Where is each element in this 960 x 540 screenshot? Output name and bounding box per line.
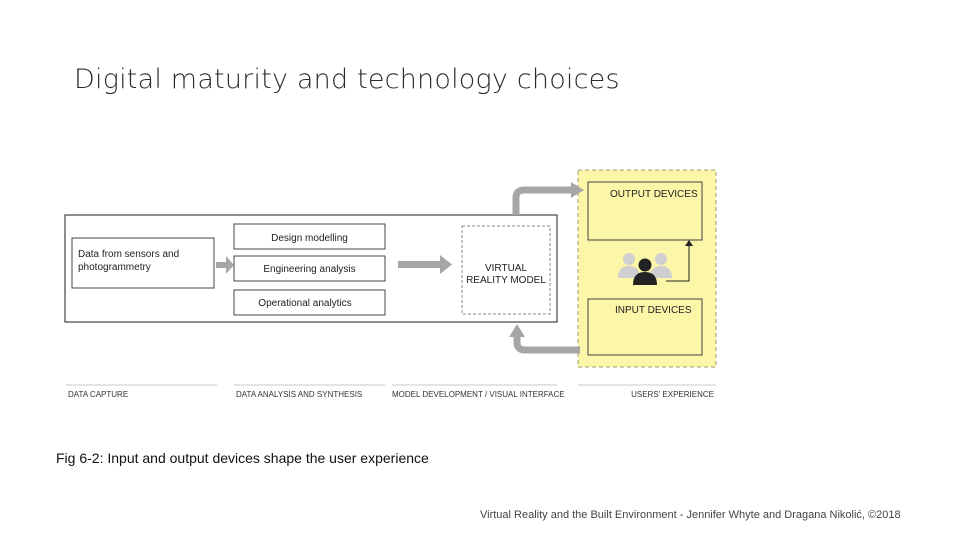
arrow-capture-to-analysis (216, 256, 234, 274)
user-feedback-arrow (666, 240, 693, 282)
slide-title: Digital maturity and technology choices (74, 64, 620, 95)
arrow-analysis-to-model (398, 255, 452, 274)
stage-label-analysis: DATA ANALYSIS AND SYNTHESIS (236, 390, 362, 399)
data-source-box (71, 237, 215, 289)
slide-footer: Virtual Reality and the Built Environmen… (480, 509, 901, 521)
stage-label-users: USERS' EXPERIENCE (631, 390, 714, 399)
engineering-analysis-box (233, 255, 386, 282)
vr-model-line-1: VIRTUAL (485, 263, 527, 274)
vr-model-box (461, 225, 551, 315)
engineering-analysis-label: Engineering analysis (263, 264, 355, 275)
design-modelling-box (233, 223, 386, 250)
arrow-model-to-output (512, 182, 584, 215)
users-group-icon (618, 253, 672, 285)
stage-label-model: MODEL DEVELOPMENT / VISUAL INTERFACE (392, 390, 565, 399)
operational-analytics-box (233, 289, 386, 316)
output-devices-box (587, 181, 703, 241)
input-devices-box (587, 298, 703, 356)
data-source-line-2: photogrammetry (78, 262, 151, 273)
arrow-input-to-model (509, 324, 580, 354)
design-modelling-label: Design modelling (271, 233, 348, 244)
data-source-line-1: Data from sensors and (78, 249, 179, 260)
stage-label-capture: DATA CAPTURE (68, 390, 128, 399)
vr-model-line-2: REALITY MODEL (466, 275, 546, 286)
output-devices-label: OUTPUT DEVICES (610, 189, 698, 200)
operational-analytics-label: Operational analytics (258, 298, 351, 309)
input-devices-label: INPUT DEVICES (615, 305, 692, 316)
figure-caption: Fig 6-2: Input and output devices shape … (56, 450, 429, 466)
